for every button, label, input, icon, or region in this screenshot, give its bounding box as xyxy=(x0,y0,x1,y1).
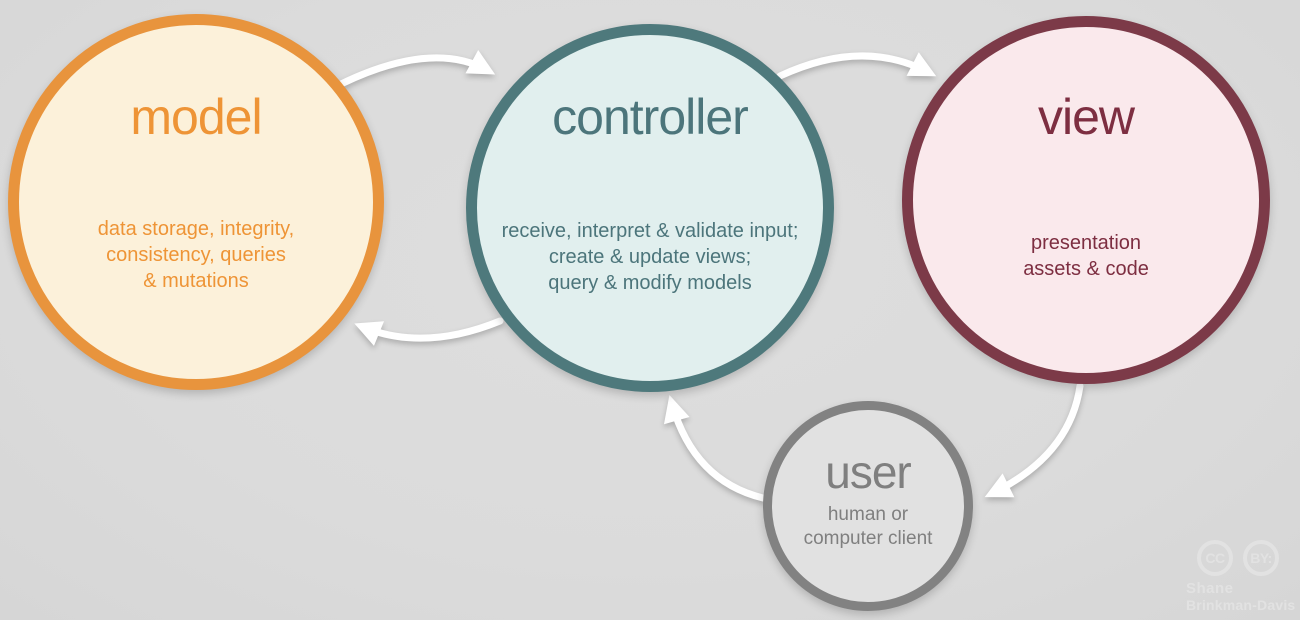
node-model-description: data storage, integrity, consistency, qu… xyxy=(19,216,373,294)
description-line: & mutations xyxy=(143,270,249,292)
node-user-title: user xyxy=(825,446,911,498)
node-view-description: presentation assets & code xyxy=(913,230,1259,282)
node-view: view presentation assets & code xyxy=(902,16,1270,384)
description-line: presentation xyxy=(1030,232,1142,254)
description-line: receive, interpret & validate input; xyxy=(501,220,799,242)
description-line: human or xyxy=(827,504,909,525)
cc-icon: CC xyxy=(1197,540,1233,576)
arrow-controller-to-view xyxy=(776,52,937,80)
description-line: computer client xyxy=(803,528,933,549)
description-line: data storage, integrity, xyxy=(97,218,295,240)
node-model: model data storage, integrity, consisten… xyxy=(8,14,384,390)
description-line: create & update views; xyxy=(548,246,752,268)
node-model-title: model xyxy=(130,89,262,145)
node-controller-description: receive, interpret & validate input; cre… xyxy=(477,218,823,296)
cc-icon-label: CC xyxy=(1205,550,1225,566)
cc-license-badges: CC BY: xyxy=(1186,540,1296,576)
arrow-view-to-user xyxy=(984,382,1084,498)
description-line: consistency, queries xyxy=(106,244,286,266)
arrow-model-to-controller xyxy=(337,50,496,88)
description-line: assets & code xyxy=(1023,258,1149,280)
cc-by-icon: BY: xyxy=(1243,540,1279,576)
attribution-author-first-name: Shane xyxy=(1186,580,1234,597)
node-view-title: view xyxy=(1037,89,1135,145)
arrow-user-to-controller xyxy=(663,395,767,502)
node-user: user human or computer client xyxy=(763,401,973,611)
description-line: query & modify models xyxy=(548,272,752,294)
attribution-author-last-name: Brinkman-Davis xyxy=(1186,597,1296,613)
node-user-description: human or computer client xyxy=(772,503,964,551)
arrow-controller-to-model xyxy=(354,317,504,346)
node-controller: controller receive, interpret & validate… xyxy=(466,24,834,392)
node-controller-title: controller xyxy=(552,89,749,145)
cc-by-icon-label: BY: xyxy=(1250,550,1272,566)
attribution: CC BY: Shane Brinkman-Davis xyxy=(1186,540,1296,613)
